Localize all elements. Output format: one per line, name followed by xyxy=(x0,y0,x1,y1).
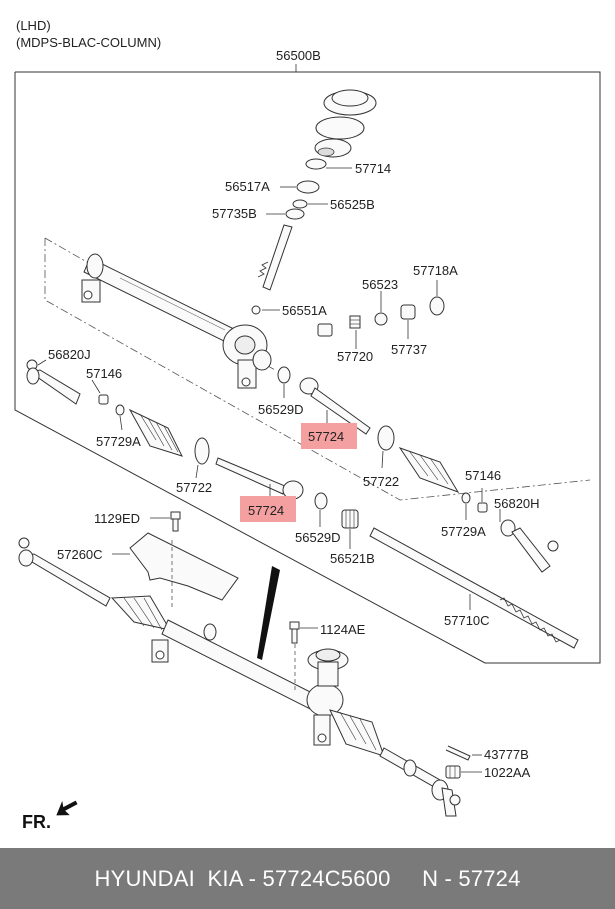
band-57729A-left xyxy=(115,404,125,416)
nut-56551A xyxy=(251,305,261,315)
label-56500B: 56500B xyxy=(276,48,321,63)
castle-nut-1022AA xyxy=(445,765,461,779)
seal-ring-57714 xyxy=(305,158,327,170)
tie-rod-end-56820H xyxy=(500,519,559,573)
assembly-frame xyxy=(14,71,601,664)
bearing-56517A xyxy=(296,180,320,194)
label-56523: 56523 xyxy=(362,277,398,292)
part-number-text: HYUNDAI KIA - 57724C5600 N - 57724 xyxy=(94,865,521,891)
bolt-1124AE xyxy=(289,621,300,644)
clamp-57722-right xyxy=(377,425,395,451)
ring-56523 xyxy=(374,312,388,326)
label-43777B: 43777B xyxy=(484,747,529,762)
header-lhd: (LHD) xyxy=(16,18,51,33)
highlight-57724-lower xyxy=(240,496,296,522)
label-57260C: 57260C xyxy=(57,547,103,562)
label-57714: 57714 xyxy=(355,161,391,176)
label-57735B: 57735B xyxy=(212,206,257,221)
yoke-plug-57737 xyxy=(400,304,416,320)
label-56517A: 56517A xyxy=(225,179,270,194)
label-56521B: 56521B xyxy=(330,551,375,566)
ring-56529D-b xyxy=(314,492,328,510)
label-57146-right: 57146 xyxy=(465,468,501,483)
label-57737: 57737 xyxy=(391,342,427,357)
label-56820H: 56820H xyxy=(494,496,540,511)
header-variant: (MDPS-BLAC-COLUMN) xyxy=(16,35,161,50)
subassembly-frame xyxy=(44,238,591,501)
clamp-57722-left xyxy=(194,437,210,465)
label-57718A: 57718A xyxy=(413,263,458,278)
label-56529D-a: 56529D xyxy=(258,402,304,417)
label-57720: 57720 xyxy=(337,349,373,364)
tie-rod-end-56820J xyxy=(26,359,81,405)
bolt-1129ED xyxy=(170,511,181,532)
nut-57146-left xyxy=(98,394,109,405)
front-arrow-icon xyxy=(56,800,78,816)
band-57729A-right xyxy=(461,492,471,504)
steering-gear-assembly-lower xyxy=(18,537,461,817)
direction-arrow xyxy=(257,566,280,660)
seal-57735B xyxy=(285,208,305,220)
inner-tie-rod-57724-upper xyxy=(299,377,371,435)
nut-57146-right xyxy=(477,502,488,513)
label-57146-left: 57146 xyxy=(86,366,122,381)
ring-56529D-a xyxy=(277,366,291,384)
bellows-boot-right xyxy=(398,447,460,493)
ring-56525B xyxy=(292,199,308,209)
label-57710C: 57710C xyxy=(444,613,490,628)
rack-housing-upper xyxy=(81,253,272,389)
label-56820J: 56820J xyxy=(48,347,91,362)
part-number-banner: HYUNDAI KIA - 57724C5600 N - 57724 xyxy=(0,848,615,909)
front-marker-label: FR. xyxy=(22,812,51,832)
bellows-boot-left xyxy=(128,408,183,457)
inner-tie-rod-57724-lower xyxy=(215,457,304,500)
parts-diagram: (LHD) (MDPS-BLAC-COLUMN) 56500B 57714 56… xyxy=(14,18,601,832)
label-1022AA: 1022AA xyxy=(484,765,531,780)
label-57724-lower[interactable]: 57724 xyxy=(248,503,284,518)
bushing-56521B xyxy=(341,509,359,529)
label-57722-right: 57722 xyxy=(363,474,399,489)
rack-teeth xyxy=(499,597,561,643)
label-56551A: 56551A xyxy=(282,303,327,318)
label-56529D-b: 56529D xyxy=(295,530,341,545)
snap-ring-57718A xyxy=(429,296,445,316)
plug-57720 xyxy=(317,323,333,337)
dust-cover-stack xyxy=(314,89,377,158)
label-57722-left: 57722 xyxy=(176,480,212,495)
label-1124AE: 1124AE xyxy=(320,622,366,637)
rack-bar-57710C xyxy=(369,527,579,649)
heat-shield-57260C xyxy=(129,532,239,601)
spring-57720 xyxy=(349,315,361,329)
label-57724-upper[interactable]: 57724 xyxy=(308,429,344,444)
cotter-pin-43777B xyxy=(445,745,471,761)
label-1129ED: 1129ED xyxy=(94,511,140,526)
label-57729A-left: 57729A xyxy=(96,434,141,449)
pinion-shaft xyxy=(262,224,293,291)
label-56525B: 56525B xyxy=(330,197,375,212)
highlight-57724-upper xyxy=(301,423,357,449)
label-57729A-right: 57729A xyxy=(441,524,486,539)
